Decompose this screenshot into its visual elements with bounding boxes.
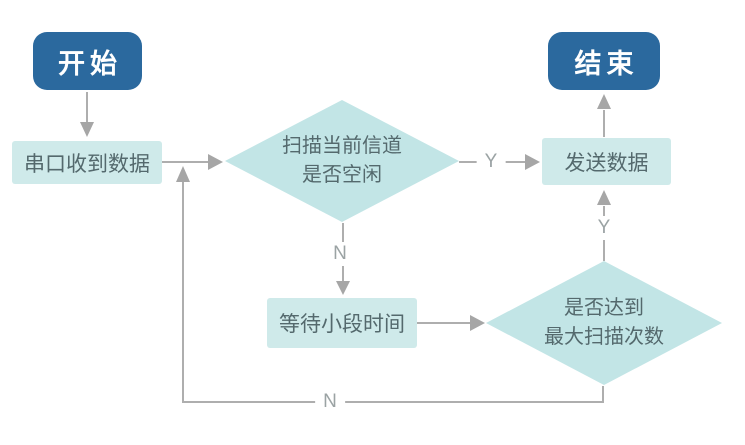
arrowhead-serial-to-scan bbox=[208, 154, 223, 170]
node-send-data-label: 发送数据 bbox=[564, 151, 649, 175]
node-max-scans-label: 是否达到 最大扫描次数 bbox=[544, 297, 664, 348]
arrowhead-start-to-serial bbox=[80, 122, 94, 137]
edge-max-loopback bbox=[182, 182, 604, 403]
node-send-data: 发送数据 bbox=[542, 138, 671, 185]
node-scan-channel-label: 扫描当前信道 是否空闲 bbox=[282, 135, 402, 186]
arrowhead-scan-to-send bbox=[525, 154, 540, 170]
node-serial-rx: 串口收到数据 bbox=[12, 141, 162, 184]
edge-label-max-yes: Y bbox=[589, 216, 619, 240]
node-wait-short-label: 等待小段时间 bbox=[279, 313, 405, 336]
node-serial-rx-label: 串口收到数据 bbox=[24, 152, 150, 176]
node-wait-short: 等待小段时间 bbox=[267, 298, 417, 348]
node-start-label: 开始 bbox=[58, 48, 122, 79]
arrowhead-max-to-send bbox=[597, 190, 611, 205]
arrowhead-max-loopback bbox=[176, 166, 190, 182]
arrowhead-wait-to-max bbox=[470, 315, 485, 331]
edge-label-max-no: N bbox=[315, 390, 345, 414]
arrowhead-scan-to-wait bbox=[336, 281, 350, 295]
arrowhead-send-to-end bbox=[597, 94, 611, 109]
node-end-label: 结束 bbox=[574, 48, 639, 79]
node-start: 开始 bbox=[33, 32, 142, 90]
node-end: 结束 bbox=[548, 32, 660, 90]
edge-label-scan-no: N bbox=[325, 242, 355, 266]
edge-label-scan-yes: Y bbox=[476, 150, 506, 174]
